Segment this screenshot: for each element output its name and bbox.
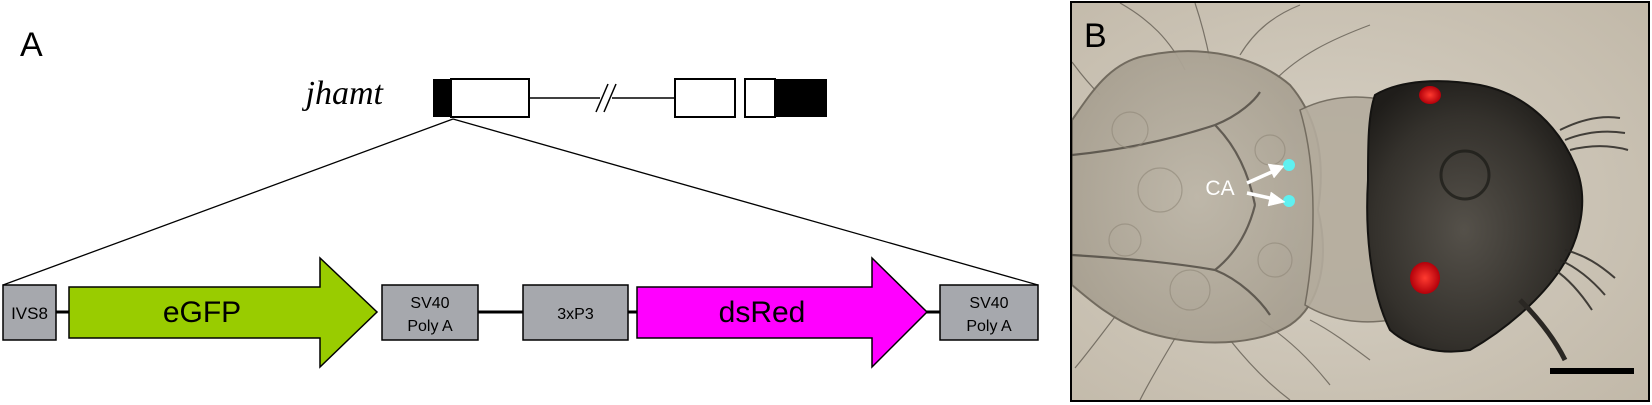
sv40-polya-box-1 — [381, 284, 479, 341]
intron-break-2 — [603, 83, 617, 113]
egfp-arrow — [68, 256, 379, 369]
sv40-label-1: SV40 — [410, 295, 449, 312]
sv40-polya-box-2 — [939, 284, 1039, 341]
tracheae — [1072, 91, 1271, 316]
panel-b-label: B — [1084, 17, 1107, 55]
cyan-fluorescence-upper — [1283, 159, 1295, 171]
intron-break-1 — [595, 83, 609, 113]
ivs8-label: IVS8 — [11, 304, 48, 323]
tissue-texture — [1108, 111, 1293, 311]
insertion-line-right — [452, 118, 1039, 286]
mouth-brushes — [1554, 116, 1629, 311]
scale-bar — [1550, 368, 1634, 374]
exon-3-coding — [775, 79, 827, 117]
ivs8-box — [2, 284, 57, 341]
insertion-line-left — [2, 118, 454, 286]
transgene-construct: IVS8 eGFP SV40 Poly A 3xP3 dsRed SV40 Po… — [2, 256, 1039, 369]
dsred-label: dsRed — [719, 296, 806, 329]
larva-micrograph: CA — [1072, 3, 1634, 400]
panel-b: CA B — [1070, 1, 1650, 402]
cyan-fluorescence-lower — [1283, 195, 1295, 207]
panel-a-label: A — [20, 26, 43, 64]
dsred-arrow — [636, 256, 929, 369]
exon-1-coding — [433, 79, 451, 117]
gene-name: jhamt — [302, 75, 385, 112]
red-fluorescence-bottom — [1410, 262, 1440, 294]
ca-arrows — [1246, 163, 1286, 207]
ca-label: CA — [1205, 177, 1234, 200]
red-fluorescence-top — [1419, 86, 1441, 104]
sv40-label-2: SV40 — [969, 295, 1008, 312]
gene-model: jhamt — [302, 75, 827, 118]
antenna — [1518, 298, 1568, 362]
panel-a: A jhamt IVS8 eGFP — [2, 26, 1039, 369]
exon-2 — [674, 78, 736, 118]
polya-label-1: Poly A — [407, 318, 453, 335]
egfp-label: eGFP — [163, 296, 241, 329]
head-structure — [1439, 149, 1491, 201]
3xp3-label: 3xP3 — [557, 306, 594, 323]
exon-3 — [744, 78, 776, 118]
exon-1 — [450, 78, 530, 118]
3xp3-box — [522, 284, 629, 341]
polya-label-2: Poly A — [966, 318, 1012, 335]
